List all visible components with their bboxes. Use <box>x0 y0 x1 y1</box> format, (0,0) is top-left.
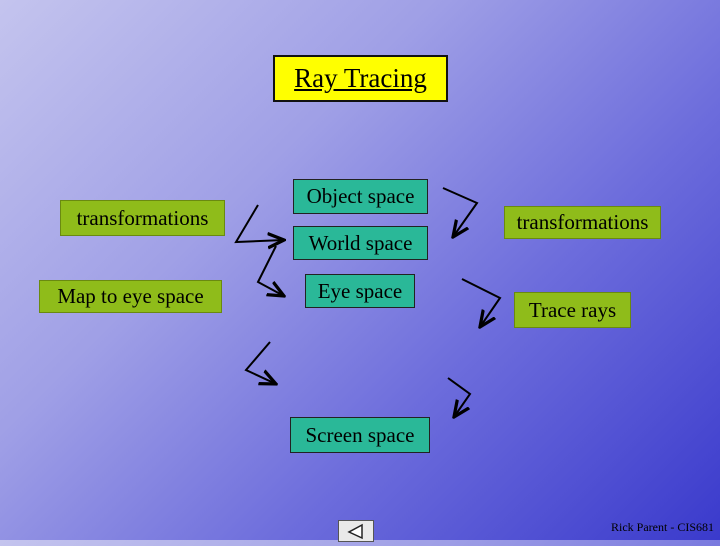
footer-credit: Rick Parent - CIS681 <box>611 520 714 534</box>
box-object-space: Object space <box>293 179 428 214</box>
arrow-world-to-eye-icon <box>256 245 284 296</box>
label-transformations-right: transformations <box>504 206 661 239</box>
label-trace-rays: Trace rays <box>514 292 631 328</box>
arrow-transformations-right-icon <box>442 187 479 237</box>
slide-title: Ray Tracing <box>273 55 448 102</box>
arrow-trace-rays-icon <box>461 278 502 327</box>
label-map-to-eye-space: Map to eye space <box>39 280 222 313</box>
box-eye-space: Eye space <box>305 274 415 308</box>
box-screen-space: Screen space <box>290 417 430 453</box>
arrow-left-curve-icon <box>244 341 276 384</box>
back-triangle-icon <box>347 523 363 540</box>
arrow-right-curve-icon <box>447 377 472 417</box>
label-transformations-left: transformations <box>60 200 225 236</box>
box-world-space: World space <box>293 226 428 260</box>
back-nav-button[interactable] <box>338 520 374 542</box>
arrow-object-to-world-icon <box>234 204 284 242</box>
